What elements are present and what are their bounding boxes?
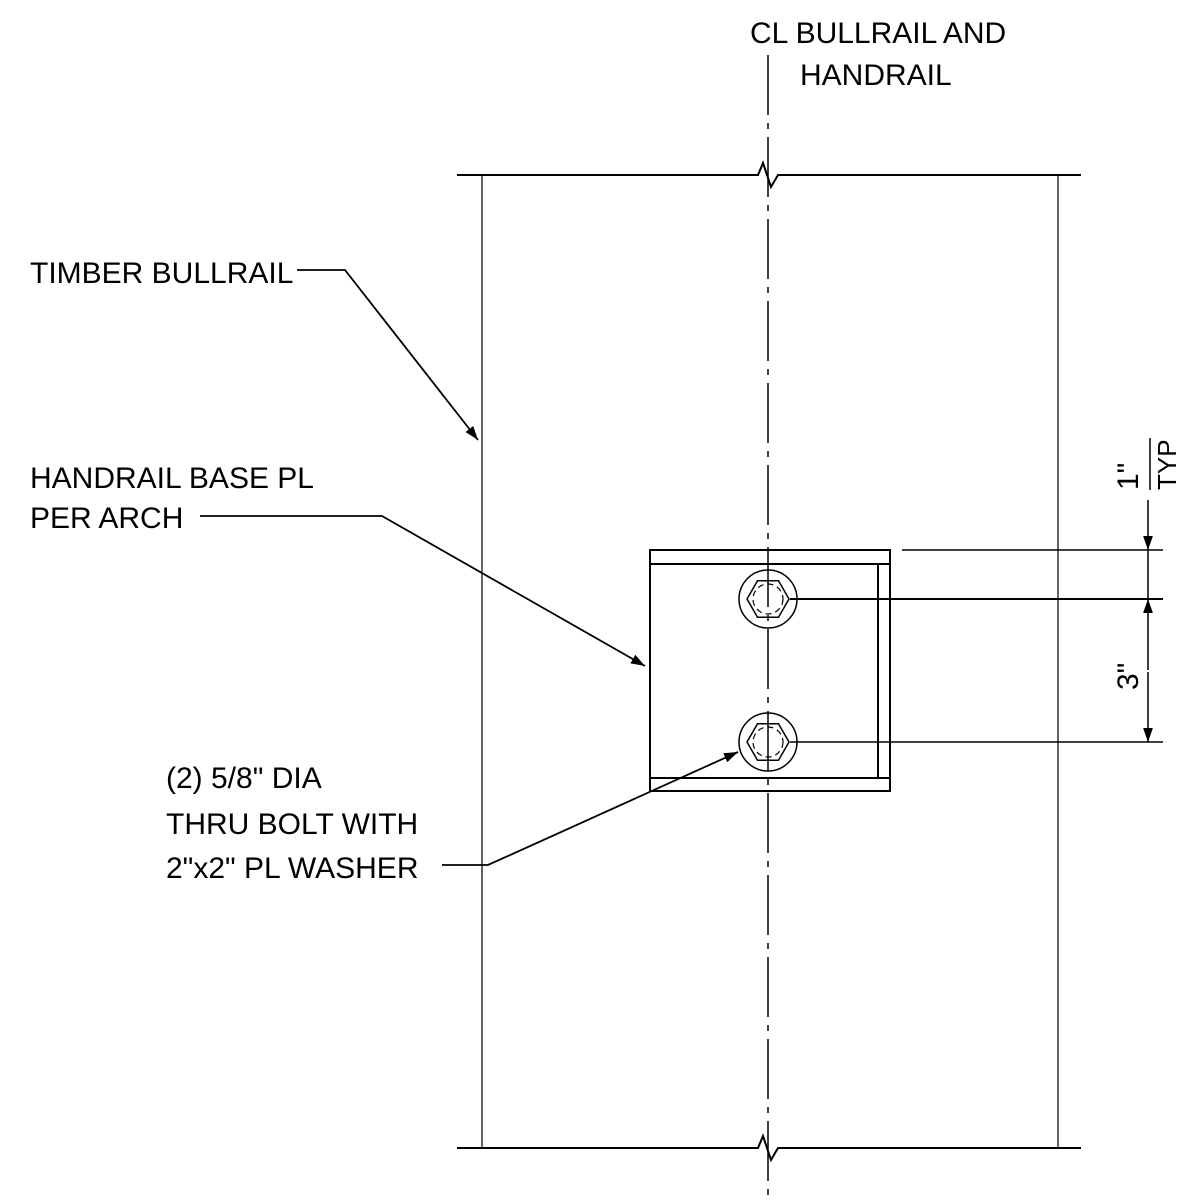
leader-bolt [442,751,739,866]
bottom-break-line [457,1133,1081,1163]
callout-bolt-line1: (2) 5/8" DIA [166,762,322,795]
centerline-label-line1: CL BULLRAIL AND [750,17,1006,50]
leader-timber-bullrail [297,269,479,441]
handrail-base-plate [649,549,891,792]
top-break-line [457,160,1081,190]
dimension-text-typ: TYP [1152,439,1177,490]
leader-base-plate [200,515,646,667]
callout-bolt-line3: 2"x2" PL WASHER [166,852,418,885]
callout-timber-bullrail: TIMBER BULLRAIL [30,257,293,290]
callout-bolt-line2: THRU BOLT WITH [166,808,418,841]
callout-base-plate-line1: HANDRAIL BASE PL [30,462,314,495]
dimension-text-top-offset: 1" [1112,463,1145,490]
dimension-text-bolt-spacing: 3" [1112,663,1145,690]
centerline-label-line2: HANDRAIL [800,59,952,92]
callout-base-plate-line2: PER ARCH [30,502,183,535]
